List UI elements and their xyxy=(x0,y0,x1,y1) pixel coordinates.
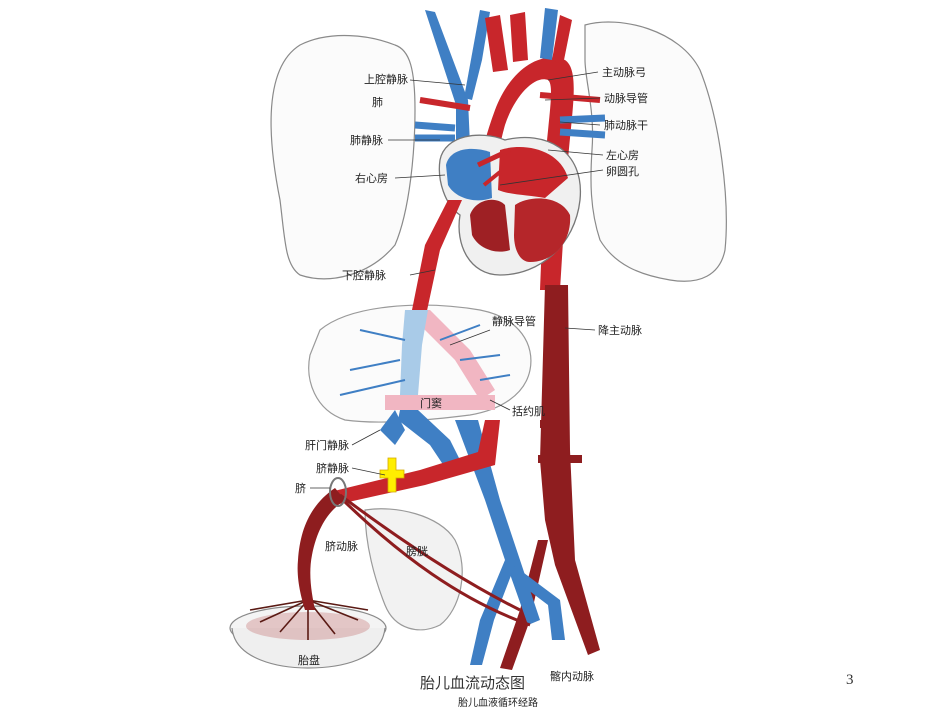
page-number: 3 xyxy=(846,672,854,688)
umbilical-arteries xyxy=(339,493,531,627)
inferior-vena-cava xyxy=(410,200,462,320)
superior-vena-cava xyxy=(425,10,470,148)
right-lung xyxy=(584,21,727,282)
umbilicus-ring xyxy=(329,477,347,507)
label-pulmonary-trunk: 肺动脉干 xyxy=(604,118,648,132)
label-hepatic-portal-vein: 肝门静脉 xyxy=(305,438,349,452)
umbilical-vein-vessel xyxy=(330,420,500,505)
ductus-venosus xyxy=(410,310,495,400)
highlight-marker xyxy=(379,457,405,493)
label-ivc: 下腔静脉 xyxy=(342,268,386,282)
label-descending-aorta: 降主动脉 xyxy=(598,323,642,337)
label-ductus-arteriosus: 动脉导管 xyxy=(604,91,648,105)
label-lung: 肺 xyxy=(372,96,383,109)
label-umbilicus: 脐 xyxy=(295,481,306,495)
label-left-atrium: 左心房 xyxy=(606,149,639,162)
label-aortic-arch: 主动脉弓 xyxy=(602,65,646,79)
label-svc: 上腔静脉 xyxy=(364,72,408,86)
label-umbilical-vein: 脐静脉 xyxy=(316,461,349,475)
label-ductus-venosus: 静脉导管 xyxy=(492,314,536,328)
figure-title: 胎儿血液循环经路 xyxy=(458,696,538,709)
slide-caption: 胎儿血流动态图 xyxy=(420,674,526,692)
label-sphincter: 括约肌 xyxy=(512,404,545,418)
umbilical-cord xyxy=(297,488,345,610)
heart xyxy=(438,134,581,276)
label-pulmonary-vein: 肺静脉 xyxy=(350,133,383,147)
pulmonary-arteries xyxy=(419,92,601,111)
left-lung xyxy=(270,34,416,280)
label-portal-sinus: 门窦 xyxy=(420,396,442,410)
descending-aorta xyxy=(540,285,600,655)
label-right-atrium: 右心房 xyxy=(355,171,388,185)
label-foramen-ovale: 卵圆孔 xyxy=(606,165,639,178)
label-bladder: 膀胱 xyxy=(406,544,428,558)
label-internal-iliac: 髂内动脉 xyxy=(550,669,594,683)
label-umbilical-artery: 脐动脉 xyxy=(325,539,358,553)
label-placenta: 胎盘 xyxy=(298,653,320,667)
pulmonary-veins xyxy=(414,114,606,142)
placenta xyxy=(229,599,387,669)
bladder xyxy=(364,508,463,631)
